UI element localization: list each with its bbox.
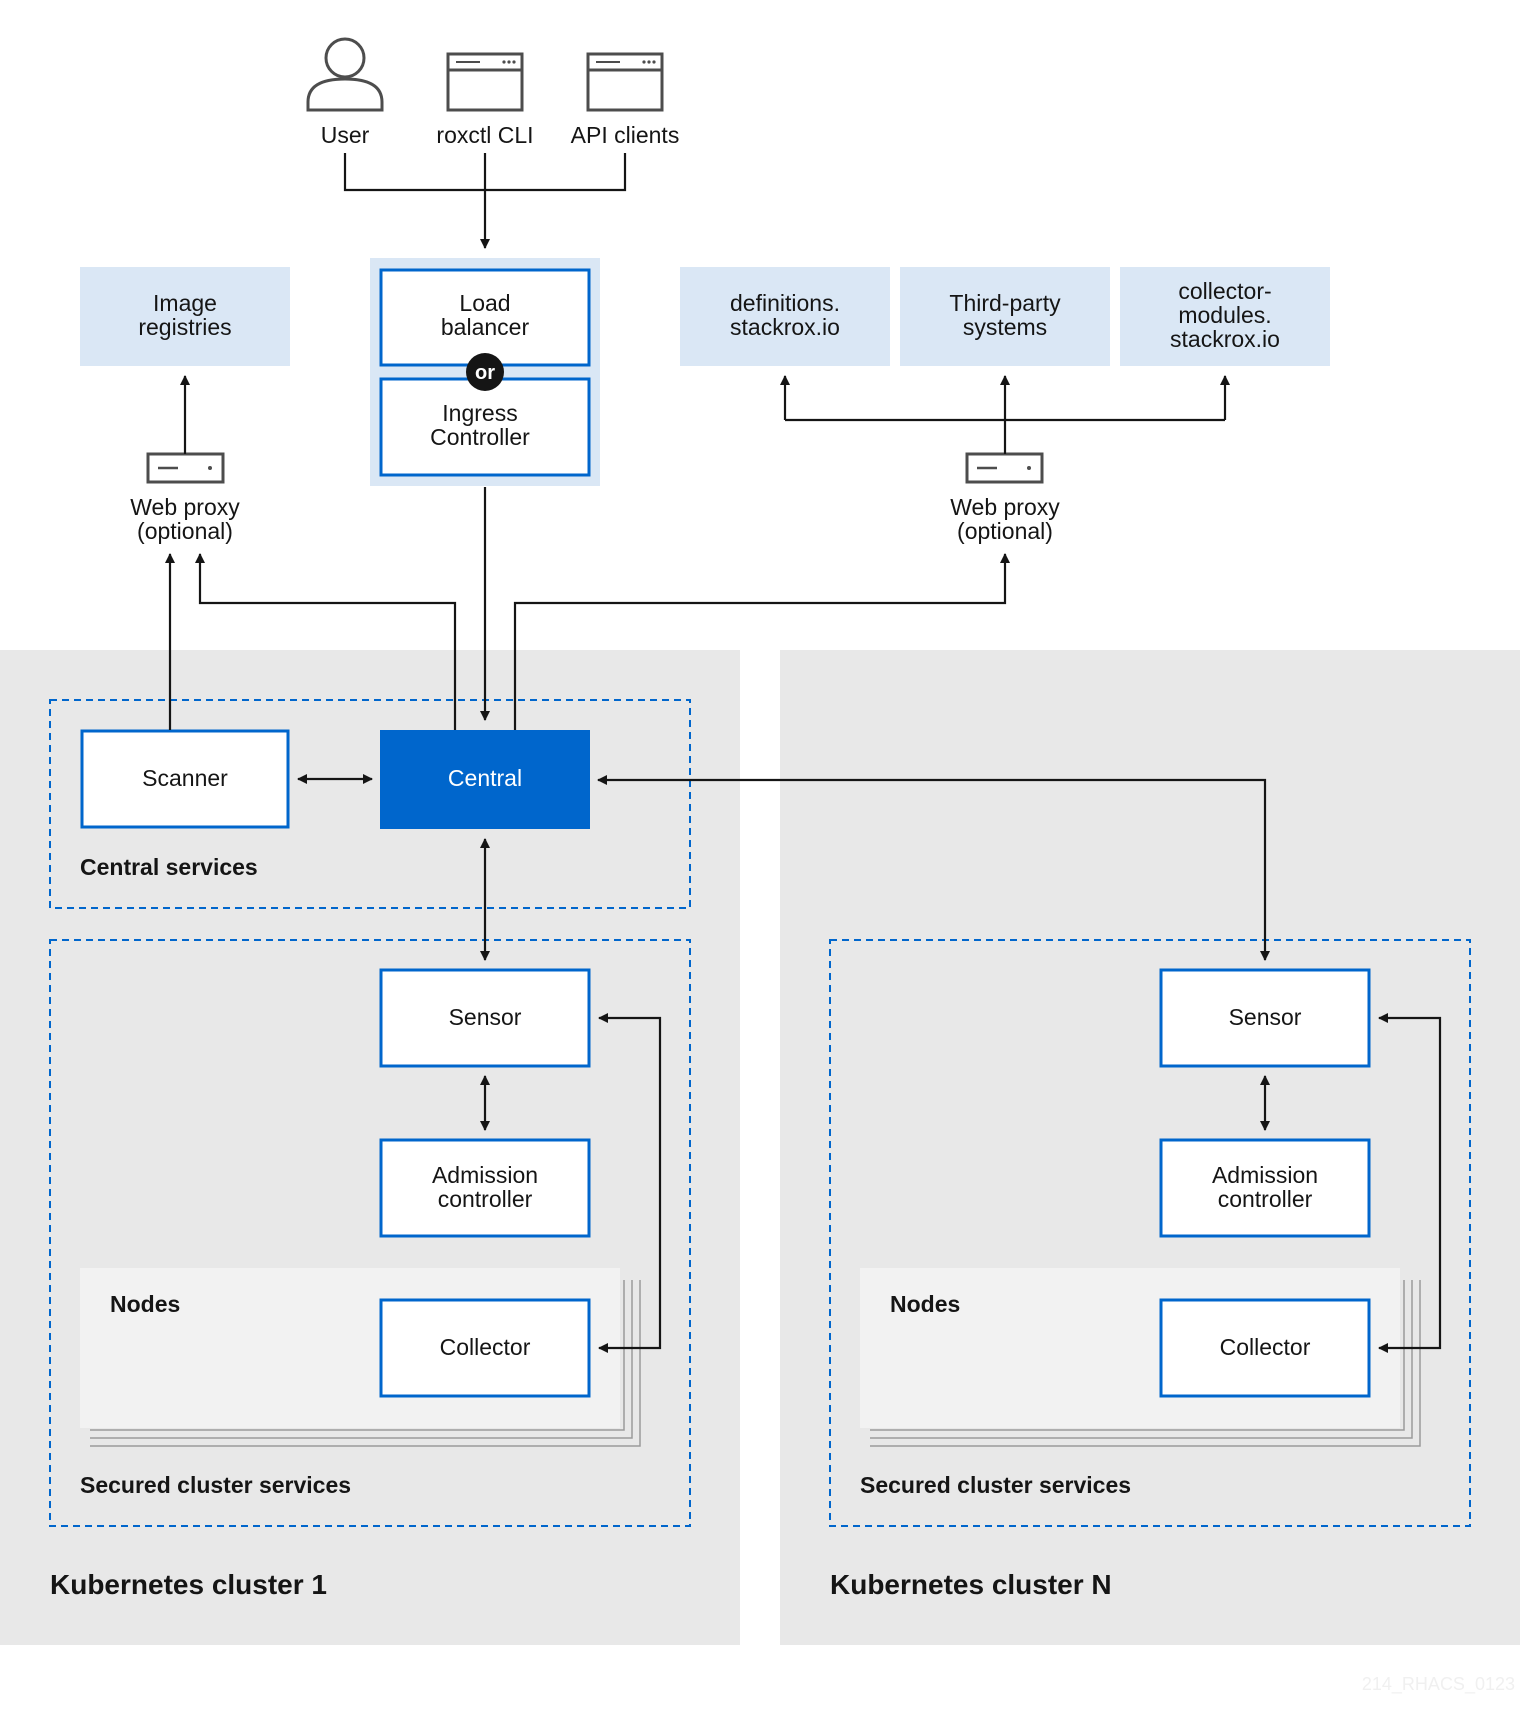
ingress-controller-label-line1: Ingress	[442, 400, 517, 426]
web-proxy-left-label-line1: Web proxy	[130, 494, 240, 520]
third-party-label-line2: systems	[963, 314, 1047, 340]
central-box	[380, 730, 590, 829]
definitions-label-line1: definitions.	[730, 290, 840, 316]
clusterN-title: Kubernetes cluster N	[830, 1569, 1112, 1600]
cluster1-secured-title: Secured cluster services	[80, 1472, 351, 1498]
or-label: or	[475, 362, 495, 384]
clusterN-admission-label-line2: controller	[1218, 1186, 1313, 1212]
cluster1-admission-label-line2: controller	[438, 1186, 533, 1212]
clusterN-collector-label: Collector	[1220, 1334, 1311, 1360]
user-label: User	[321, 122, 370, 148]
load-balancer-box	[379, 268, 591, 367]
image-registries-box	[80, 267, 290, 366]
web-proxy-right-label-line1: Web proxy	[950, 494, 1060, 520]
central-label: Central	[448, 765, 522, 791]
ingress-controller-box	[379, 377, 591, 477]
terminal-window-icon	[446, 52, 524, 112]
clusterN-collector-box	[1159, 1298, 1371, 1398]
cluster1-sensor-collector-arrow	[598, 1013, 662, 1353]
collector-modules-label-line1: collector-	[1178, 278, 1271, 304]
api-window-icon	[586, 52, 664, 112]
clusterN-secured-title: Secured cluster services	[860, 1472, 1131, 1498]
ingress-controller-label-line2: Controller	[430, 424, 530, 450]
web-proxy-left-icon	[146, 452, 225, 484]
third-party-label-line1: Third-party	[949, 290, 1061, 316]
cluster1-admission-label-line1: Admission	[432, 1162, 538, 1188]
web-proxy-right-icon	[965, 452, 1044, 484]
clusterN-sensor-collector-arrow	[1378, 1013, 1442, 1353]
third-party-systems-box	[900, 267, 1110, 366]
load-balancer-label-line2: balancer	[441, 314, 530, 340]
definitions-box	[680, 267, 890, 366]
scanner-box	[80, 729, 290, 829]
central-services-title: Central services	[80, 854, 258, 880]
clusterN-sensor-box	[1159, 968, 1371, 1068]
collector-modules-box	[1120, 267, 1330, 366]
image-registries-label-line1: Image	[153, 290, 217, 316]
cluster1-sensor-box	[379, 968, 591, 1068]
collector-modules-label-line2: modules.	[1178, 302, 1271, 328]
image-registries-label-line2: registries	[138, 314, 231, 340]
central-to-right-proxy-arrow	[513, 553, 1010, 730]
central-sensorN-arrow	[597, 775, 1270, 961]
cluster1-collector-box	[379, 1298, 591, 1398]
user-icon	[306, 37, 384, 112]
scanner-label: Scanner	[142, 765, 228, 791]
web-proxy-left-label-line2: (optional)	[137, 518, 233, 544]
cluster1-collector-label: Collector	[440, 1334, 531, 1360]
clusterN-admission-label-line1: Admission	[1212, 1162, 1318, 1188]
load-balancer-label-line1: Load	[459, 290, 510, 316]
clusterN-admission-box	[1159, 1138, 1371, 1238]
clusterN-sensor-label: Sensor	[1229, 1004, 1302, 1030]
collector-modules-label-line3: stackrox.io	[1170, 326, 1280, 352]
cluster1-nodes-label: Nodes	[110, 1291, 180, 1317]
clusterN-nodes-label: Nodes	[890, 1291, 960, 1317]
central-to-left-proxy-arrow	[195, 553, 457, 730]
api-clients-label: API clients	[571, 122, 680, 148]
definitions-label-line2: stackrox.io	[730, 314, 840, 340]
cluster1-admission-box	[379, 1138, 591, 1238]
cluster1-title: Kubernetes cluster 1	[50, 1569, 327, 1600]
or-badge	[466, 353, 504, 391]
roxctl-cli-label: roxctl CLI	[436, 122, 533, 148]
figure-id-watermark: 214_RHACS_0123	[1362, 1674, 1515, 1695]
cluster1-sensor-label: Sensor	[449, 1004, 522, 1030]
web-proxy-right-label-line2: (optional)	[957, 518, 1053, 544]
